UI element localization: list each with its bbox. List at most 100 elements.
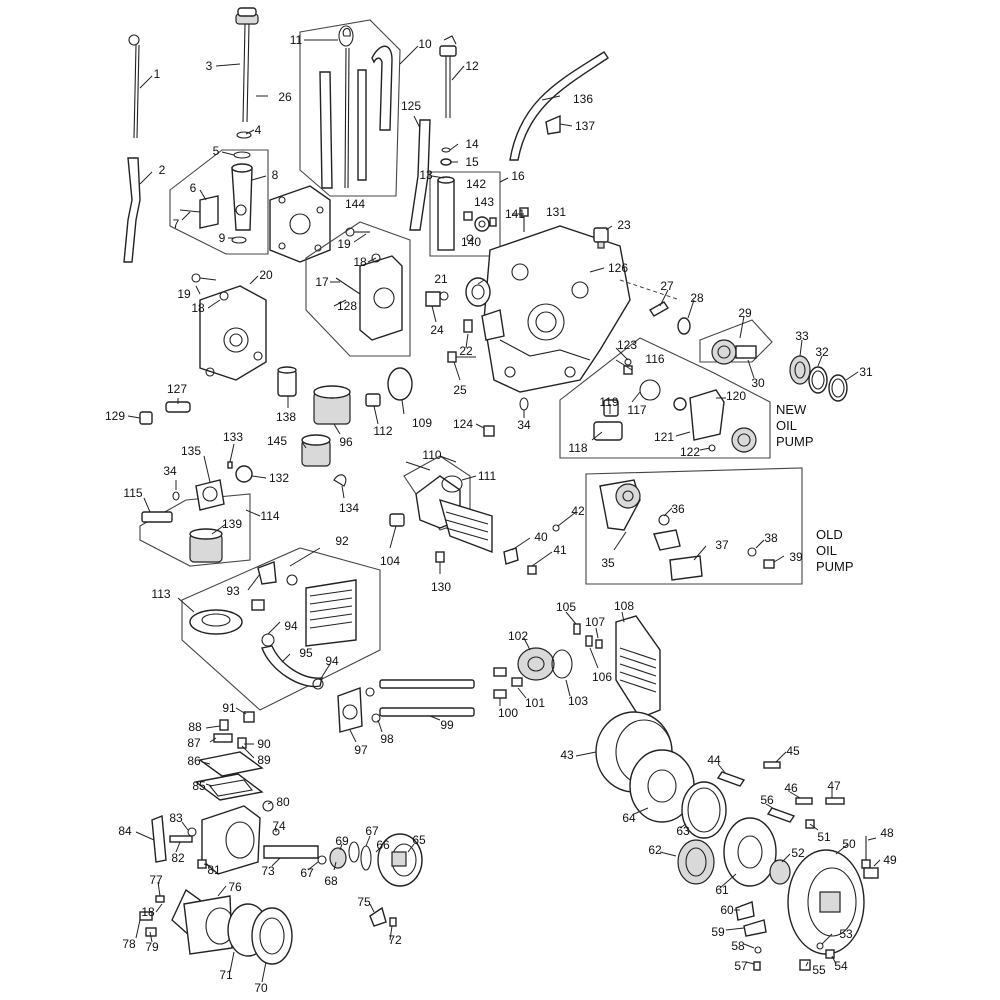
callout: 83	[169, 811, 183, 825]
callout: 128	[336, 299, 358, 313]
callout: 57	[734, 959, 748, 973]
filter-96	[313, 385, 351, 425]
callout: 42	[571, 504, 585, 518]
callout: 5	[212, 144, 220, 158]
callout: 19	[177, 287, 191, 301]
callout: 108	[613, 599, 635, 613]
callout: 136	[572, 92, 594, 106]
fitting-24	[425, 291, 449, 307]
callout: 144	[344, 197, 366, 211]
callout: 48	[880, 826, 894, 840]
callout: 24	[430, 323, 444, 337]
callout: 94	[325, 654, 339, 668]
callout: 115	[123, 486, 143, 500]
dipstick-12	[439, 35, 457, 118]
dipstick-tube-2	[123, 157, 141, 263]
callout: 76	[228, 880, 242, 894]
callout: 43	[560, 748, 574, 762]
callout: 133	[222, 430, 244, 444]
callout: 60	[720, 903, 734, 917]
oil-cooler-group-92	[181, 547, 381, 711]
callout: 114	[260, 509, 280, 523]
callout: 10	[418, 37, 432, 51]
small-hardware-right	[716, 761, 879, 971]
dipstick-tube-136	[509, 51, 609, 161]
callout: 36	[671, 502, 685, 516]
callout: 129	[104, 409, 126, 423]
gearbox-top-group	[194, 711, 264, 801]
new-oil-pump-group	[559, 337, 771, 459]
callout: 11	[289, 33, 303, 47]
clip-75	[369, 906, 397, 927]
callout: 88	[188, 720, 202, 734]
callout: 121	[653, 430, 675, 444]
callout: 33	[795, 329, 809, 343]
callout: 84	[118, 824, 132, 838]
plug-124	[483, 425, 495, 437]
callout: 17	[315, 275, 329, 289]
dipstick-group-10	[299, 19, 401, 197]
old-oil-pump-label-line: PUMP	[816, 559, 854, 574]
callout: 6	[189, 181, 197, 195]
pump-102	[493, 647, 573, 699]
callout: 26	[278, 90, 292, 104]
ring-32	[808, 366, 828, 394]
callout: 111	[477, 469, 497, 483]
callout: 103	[567, 694, 589, 708]
callout: 54	[834, 959, 848, 973]
callout: 3	[205, 59, 213, 73]
callout: 45	[786, 744, 800, 758]
callout: 134	[338, 501, 360, 515]
bushing-28	[677, 317, 691, 335]
callout: 100	[497, 706, 519, 720]
pipe-99	[365, 679, 475, 723]
callout: 73	[261, 864, 275, 878]
dipstick-3-assembly	[179, 7, 259, 244]
callout: 107	[584, 615, 606, 629]
callout: 120	[725, 389, 747, 403]
shaft-73	[263, 828, 327, 865]
callout: 39	[789, 550, 803, 564]
disc-61	[723, 817, 777, 887]
oil-pump-cover-20	[191, 273, 267, 381]
callout: 69	[335, 834, 349, 848]
callout: 110	[422, 448, 442, 462]
plug-112	[365, 393, 381, 407]
callout: 112	[373, 424, 393, 438]
filter-138	[277, 366, 297, 397]
dipstick-1	[128, 34, 140, 139]
callout: 2	[158, 163, 166, 177]
filter-145	[301, 434, 331, 467]
clip-134	[333, 474, 347, 487]
cover-144	[269, 185, 331, 263]
plug-129	[139, 411, 153, 425]
callout: 46	[784, 781, 798, 795]
callout: 91	[222, 701, 236, 715]
callout: 87	[187, 736, 201, 750]
callout: 59	[711, 925, 725, 939]
callout: 123	[616, 338, 638, 352]
cooler-group-110	[389, 455, 560, 575]
callout: 58	[731, 939, 745, 953]
bolt-25	[447, 351, 476, 363]
bracket-97	[337, 687, 363, 733]
callout: 65	[412, 833, 426, 847]
callout: 12	[465, 59, 479, 73]
callout: 116	[645, 352, 665, 366]
callout: 139	[221, 517, 243, 531]
callout: 122	[679, 445, 701, 459]
pin-27	[649, 301, 669, 317]
callout: 53	[839, 927, 853, 941]
callout: 67	[300, 866, 314, 880]
cylinder-head-108	[615, 615, 661, 719]
callout: 13	[419, 168, 433, 182]
callout: 102	[507, 629, 529, 643]
callout: 40	[534, 530, 548, 544]
callout: 49	[883, 853, 897, 867]
callout: 104	[379, 554, 401, 568]
callout: 25	[453, 383, 467, 397]
callout: 106	[591, 670, 613, 684]
ring-31	[828, 374, 848, 402]
seal-52	[769, 859, 791, 885]
